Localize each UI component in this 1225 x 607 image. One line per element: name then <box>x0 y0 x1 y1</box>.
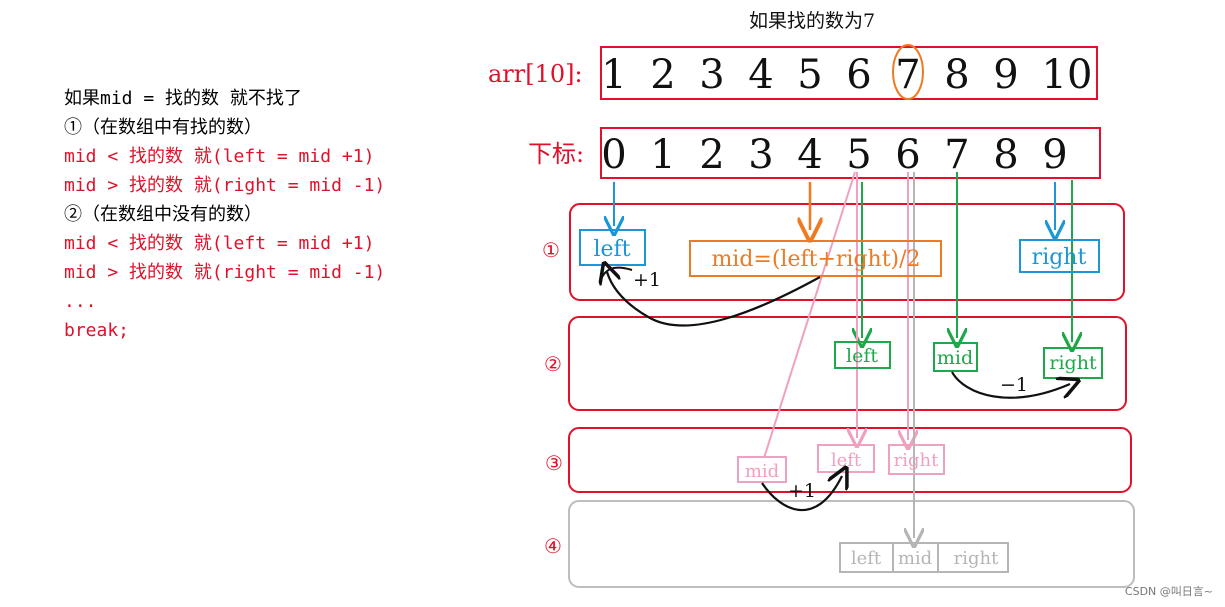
step-2-frame <box>568 316 1127 411</box>
note-line: mid < 找的数 就(left = mid +1) <box>64 233 375 254</box>
step-3-annotation: +1 <box>788 480 816 502</box>
step-3-right-box <box>888 444 945 475</box>
step-3-right-label: right <box>894 450 939 471</box>
array-value: 1 <box>601 52 626 98</box>
index-value: 5 <box>846 132 871 178</box>
note-line: break; <box>64 320 130 341</box>
step-4-right-label: right <box>954 548 999 569</box>
step-number: ③ <box>545 451 563 475</box>
array-value: 10 <box>1042 52 1093 98</box>
step-1-mid-box <box>689 240 942 277</box>
note-line: 如果mid = 找的数 就不找了 <box>64 88 302 109</box>
step-number: ④ <box>544 534 562 558</box>
step-2-right-label: right <box>1049 352 1097 374</box>
step-2-left-box <box>834 341 891 369</box>
step-2-curve <box>951 371 1070 399</box>
note-line: ... <box>64 291 97 312</box>
index-value: 1 <box>650 132 675 178</box>
step-2-left-label: left <box>846 345 878 367</box>
diagram-title: 如果找的数为7 <box>749 10 875 32</box>
step-3-left-label: left <box>831 450 862 471</box>
step-3-curve <box>761 476 842 511</box>
step-1-right-label: right <box>1032 245 1087 270</box>
array-value: 8 <box>944 52 969 98</box>
index-label: 下标: <box>528 140 584 168</box>
index-value: 2 <box>699 132 724 178</box>
note-line: mid < 找的数 就(left = mid +1) <box>64 146 375 167</box>
index-value: 7 <box>944 132 969 178</box>
step-number: ② <box>544 352 562 376</box>
step-2-mid-label: mid <box>937 347 973 369</box>
note-line: mid > 找的数 就(right = mid -1) <box>64 262 386 283</box>
step-1-frame <box>569 203 1125 301</box>
index-value: 8 <box>993 132 1018 178</box>
step-3-mid-box <box>737 456 787 483</box>
array-value: 6 <box>846 52 871 98</box>
array-value: 3 <box>699 52 724 98</box>
array-label: arr[10]: <box>488 60 583 88</box>
notes-panel: 如果mid = 找的数 就不找了 ①（在数组中有找的数） mid < 找的数 就… <box>64 84 444 345</box>
index-value: 3 <box>748 132 773 178</box>
array-value: 2 <box>650 52 675 98</box>
note-line: mid > 找的数 就(right = mid -1) <box>64 175 386 196</box>
step-1-hook <box>599 266 633 283</box>
array-value: 9 <box>993 52 1018 98</box>
note-line: ①（在数组中有找的数） <box>64 117 262 138</box>
index-box <box>600 127 1101 179</box>
array-value-target: 7 <box>895 52 920 98</box>
pink-pointer-mid <box>763 171 856 459</box>
step-1-right-box <box>1019 239 1100 273</box>
index-value: 9 <box>1042 132 1067 178</box>
step-number: ① <box>542 238 560 262</box>
step-1-annotation: +1 <box>633 269 661 291</box>
step-1-left-label: left <box>593 237 630 262</box>
index-value: 6 <box>895 132 920 178</box>
step-4-left-label: left <box>851 548 882 569</box>
step-1-curve <box>607 272 821 327</box>
step-4-frame <box>568 500 1135 588</box>
array-value: 5 <box>797 52 822 98</box>
target-circle <box>892 44 924 100</box>
note-line: ②（在数组中没有的数） <box>64 204 262 225</box>
step-4-mid-label: mid <box>898 548 932 569</box>
index-value: 4 <box>797 132 822 178</box>
index-value: 0 <box>601 132 626 178</box>
step-2-mid-box <box>933 342 978 372</box>
watermark: CSDN @叫日言~ <box>1124 585 1213 598</box>
step-4-label-box <box>839 542 1009 573</box>
array-value: 4 <box>748 52 773 98</box>
step-1-mid-label: mid=(left+right)/2 <box>711 247 920 272</box>
step-2-annotation: −1 <box>1000 374 1028 396</box>
array-box <box>600 46 1098 100</box>
step-3-mid-label: mid <box>745 461 779 482</box>
